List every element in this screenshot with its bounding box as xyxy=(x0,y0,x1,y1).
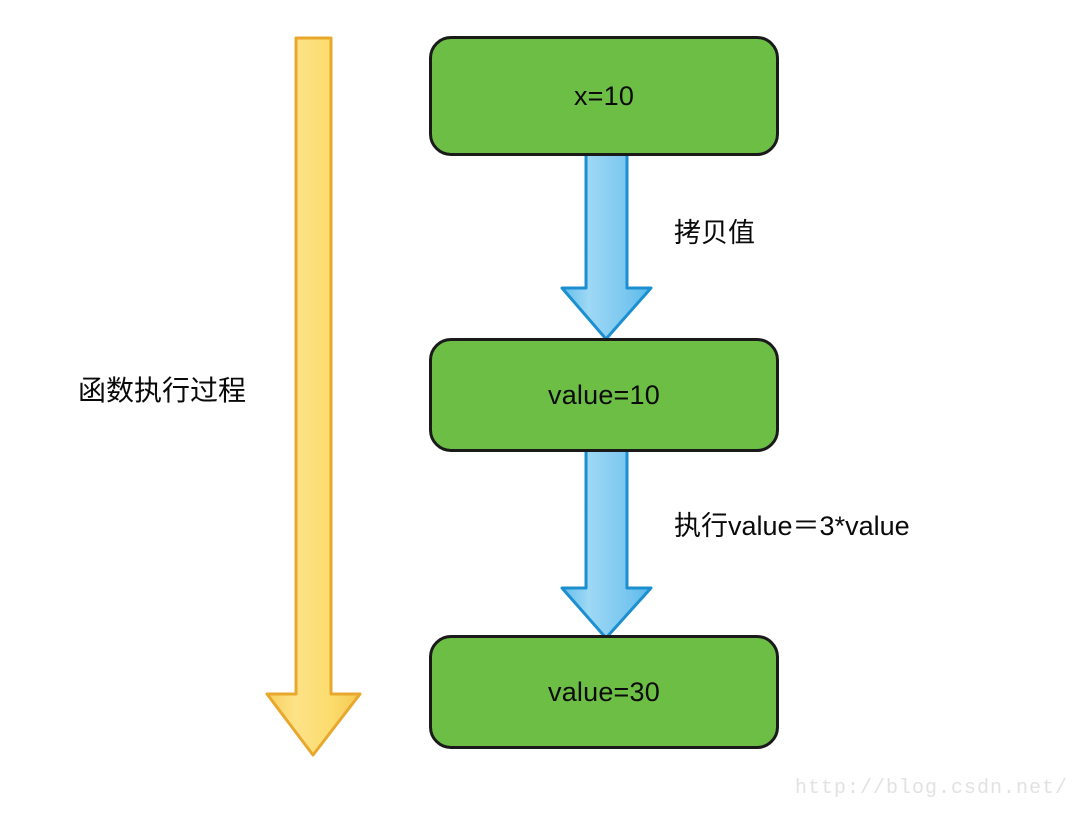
watermark-text: http://blog.csdn.net/ xyxy=(794,777,1068,800)
state-box-value-result: value=30 xyxy=(429,635,779,749)
state-box-value-initial-label: value=10 xyxy=(548,379,660,410)
state-box-x: x=10 xyxy=(429,36,779,156)
edge-label-copy-value: 拷贝值 xyxy=(674,218,755,248)
state-box-value-initial: value=10 xyxy=(429,338,779,452)
process-direction-label: 函数执行过程 xyxy=(78,375,247,406)
state-box-x-label: x=10 xyxy=(573,80,635,111)
edge-label-exec-value: 执行value＝3*value xyxy=(674,511,910,541)
edge-arrow-exec-value xyxy=(560,447,653,640)
process-direction-arrow xyxy=(265,36,362,757)
state-box-value-result-label: value=30 xyxy=(548,676,660,707)
edge-arrow-copy-value xyxy=(560,148,653,341)
